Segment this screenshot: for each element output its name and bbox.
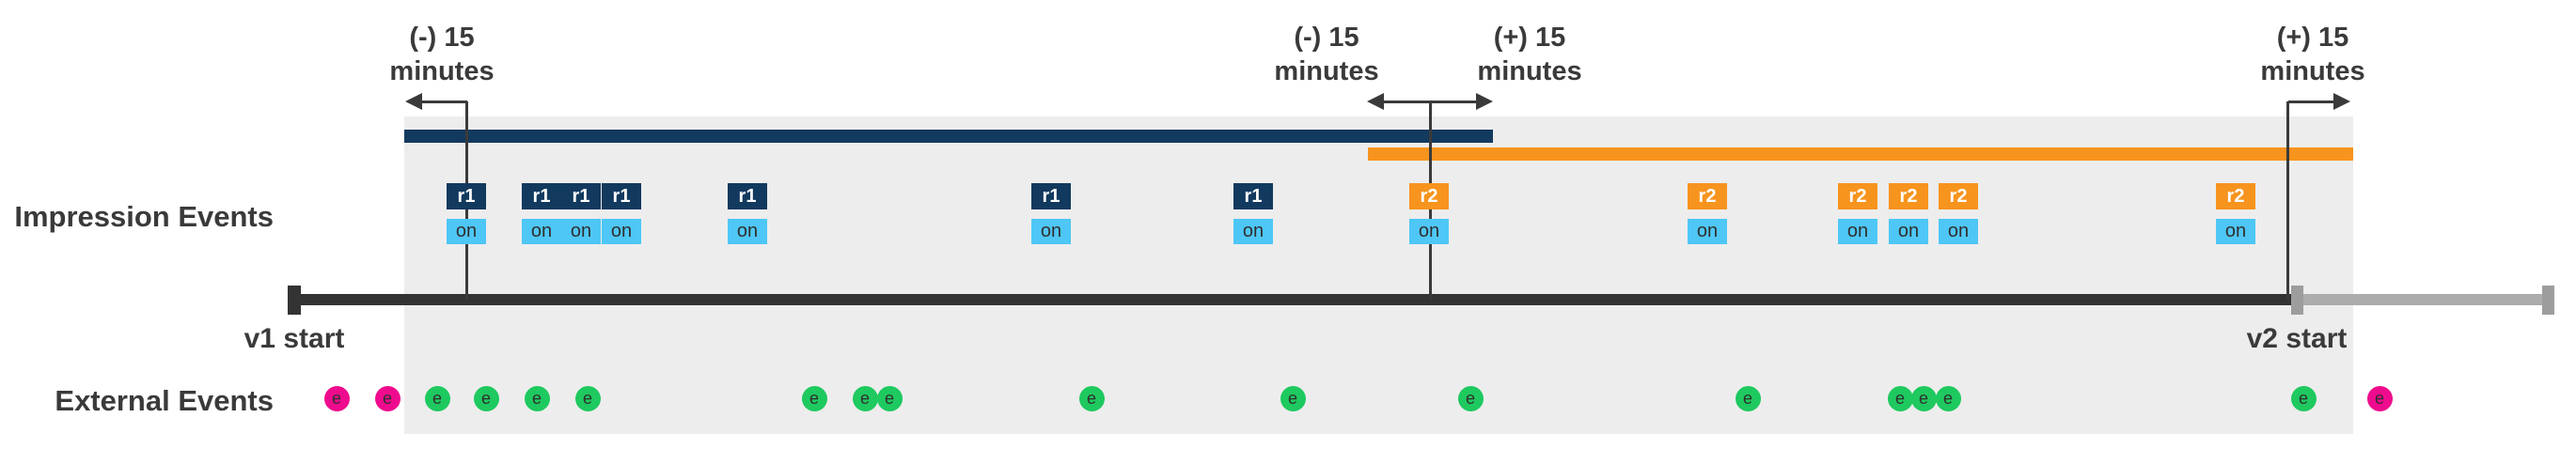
external-events-row-label: External Events xyxy=(55,384,274,417)
external-event-magenta-dot: e xyxy=(323,386,350,411)
mid-15min-arrow-line xyxy=(1381,101,1478,103)
impression-event-r2: r2 on xyxy=(1838,183,1877,244)
impression-event-r2: r2 on xyxy=(1889,183,1928,244)
on-badge: on xyxy=(2216,219,2255,244)
r2-badge: r2 xyxy=(1889,183,1928,209)
external-event-green-dot: e xyxy=(876,386,903,411)
r1-badge: r1 xyxy=(561,183,601,209)
external-event-green-dot: e xyxy=(574,386,601,411)
r2-badge: r2 xyxy=(1939,183,1978,209)
external-event-green-dot: e xyxy=(1887,386,1913,411)
on-badge: on xyxy=(1409,219,1449,244)
minus15-left-arrow-line xyxy=(421,101,467,103)
annotation-line2: minutes xyxy=(1477,56,1582,86)
on-badge: on xyxy=(447,219,486,244)
external-event-green-dot: e xyxy=(473,386,499,411)
external-event-green-dot: e xyxy=(1935,386,1961,411)
annotation-minus15-left: (-) 15 minutes xyxy=(329,21,555,88)
timeline-v1-segment xyxy=(294,294,2291,305)
r1-badge: r1 xyxy=(522,183,561,209)
chart-background-panel xyxy=(404,116,2353,434)
impression-event-r1: r1 on xyxy=(728,183,767,244)
v2-start-label: v2 start xyxy=(2246,323,2348,354)
minus15-left-arrowhead-icon xyxy=(405,93,422,110)
annotation-line2: minutes xyxy=(2260,56,2365,86)
r1-badge: r1 xyxy=(1233,183,1273,209)
impression-event-r1: r1 on xyxy=(561,183,601,244)
r2-badge: r2 xyxy=(1688,183,1727,209)
impression-event-r1: r1 on xyxy=(1031,183,1071,244)
r1-badge: r1 xyxy=(602,183,641,209)
r2-badge: r2 xyxy=(1409,183,1449,209)
impression-events-row-label: Impression Events xyxy=(14,200,274,233)
r1-badge: r1 xyxy=(1031,183,1071,209)
impression-event-r1: r1 on xyxy=(447,183,486,244)
v2-start-marker xyxy=(2291,286,2303,315)
on-badge: on xyxy=(1838,219,1877,244)
impression-event-r1: r1 on xyxy=(602,183,641,244)
external-event-magenta-dot: e xyxy=(374,386,401,411)
on-badge: on xyxy=(728,219,767,244)
guide-line-v2-start xyxy=(2286,101,2289,300)
external-event-green-dot: e xyxy=(1735,386,1761,411)
annotation-line2: minutes xyxy=(389,56,495,86)
r1-window-bar xyxy=(404,130,1493,143)
external-event-green-dot: e xyxy=(2290,386,2317,411)
on-badge: on xyxy=(602,219,641,244)
r2-badge: r2 xyxy=(1838,183,1877,209)
on-badge: on xyxy=(1233,219,1273,244)
impression-event-r2: r2 on xyxy=(1688,183,1727,244)
plus15-right-arrowhead-icon xyxy=(2333,93,2350,110)
annotation-line1: (+) 15 xyxy=(1493,23,1566,53)
v1-start-label: v1 start xyxy=(243,323,345,354)
annotation-line2: minutes xyxy=(1274,56,1379,86)
external-event-green-dot: e xyxy=(1910,386,1937,411)
r1-badge: r1 xyxy=(728,183,767,209)
timeline-v2-segment xyxy=(2303,294,2544,305)
annotation-line1: (-) 15 xyxy=(1294,23,1359,53)
on-badge: on xyxy=(1031,219,1071,244)
impression-event-r2: r2 on xyxy=(2216,183,2255,244)
r1-badge: r1 xyxy=(447,183,486,209)
external-event-green-dot: e xyxy=(1078,386,1105,411)
external-event-green-dot: e xyxy=(1457,386,1484,411)
on-badge: on xyxy=(1688,219,1727,244)
external-event-magenta-dot: e xyxy=(2366,386,2393,411)
plus15-mid-arrowhead-icon xyxy=(1476,93,1493,110)
r2-window-bar xyxy=(1368,147,2353,161)
annotation-plus15-mid: (+) 15 minutes xyxy=(1417,21,1642,88)
on-badge: on xyxy=(561,219,601,244)
impression-event-r2: r2 on xyxy=(1409,183,1449,244)
on-badge: on xyxy=(522,219,561,244)
external-event-green-dot: e xyxy=(852,386,878,411)
external-event-green-dot: e xyxy=(524,386,550,411)
external-event-green-dot: e xyxy=(424,386,450,411)
annotation-line1: (+) 15 xyxy=(2276,23,2349,53)
impression-event-r1: r1 on xyxy=(1233,183,1273,244)
plus15-right-arrow-line xyxy=(2288,101,2335,103)
on-badge: on xyxy=(1939,219,1978,244)
impression-event-r2: r2 on xyxy=(1939,183,1978,244)
annotation-plus15-right: (+) 15 minutes xyxy=(2200,21,2426,88)
annotation-minus15-mid: (-) 15 minutes xyxy=(1214,21,1439,88)
annotation-line1: (-) 15 xyxy=(409,23,475,53)
r2-badge: r2 xyxy=(2216,183,2255,209)
external-event-green-dot: e xyxy=(801,386,827,411)
on-badge: on xyxy=(1889,219,1928,244)
timeline-end-marker xyxy=(2542,286,2554,315)
impression-event-r1: r1 on xyxy=(522,183,561,244)
minus15-mid-arrowhead-icon xyxy=(1367,93,1384,110)
external-event-green-dot: e xyxy=(1280,386,1306,411)
